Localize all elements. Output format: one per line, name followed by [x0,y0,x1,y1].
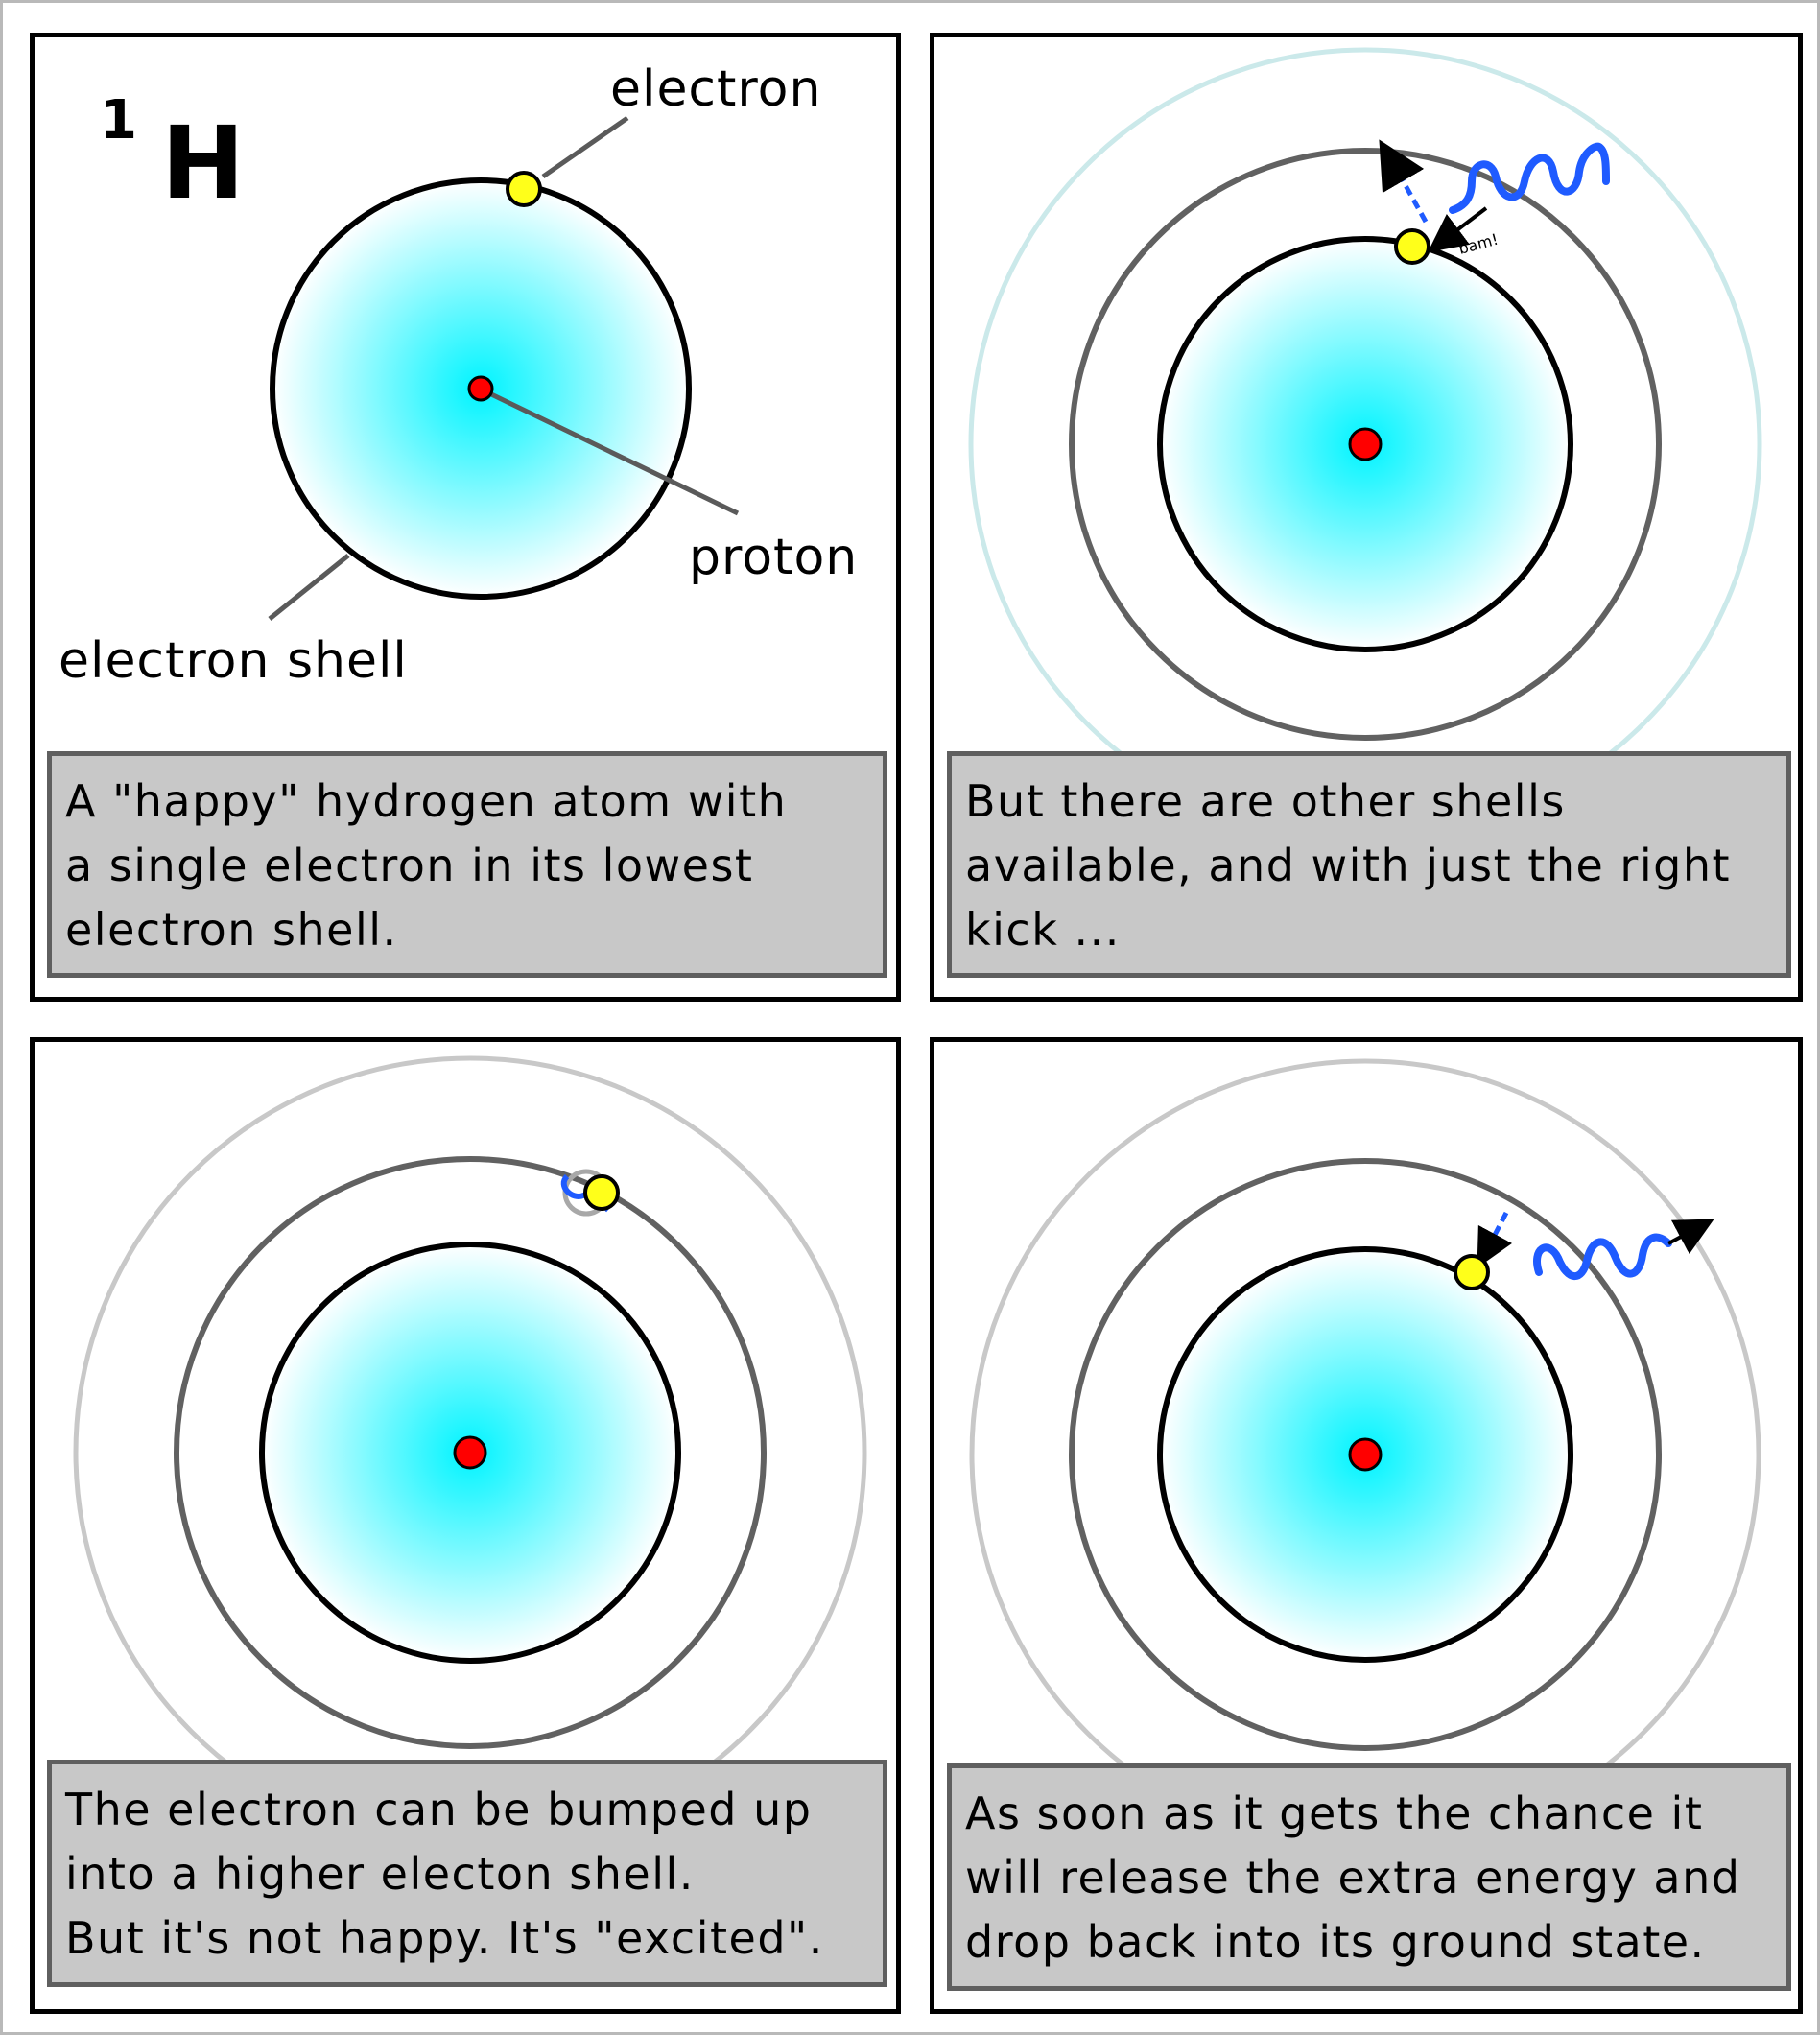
atom-diagram [73,1055,867,1850]
atom-diagram [969,1058,1761,1851]
second-shell [1069,148,1662,741]
electron-shell-label: electron shell [59,632,408,690]
isotope-mass-number: 1 [100,89,138,152]
bam-annotation: bam! [1456,230,1500,258]
kick-arrow-head [1379,139,1425,194]
proton [1348,1437,1383,1472]
electron [506,171,542,207]
electron [1394,228,1430,265]
atom-diagram [268,115,740,621]
drop-arrow [1490,1211,1509,1241]
element-symbol: H [161,105,247,222]
proton [453,1435,487,1470]
caption-panel-3: The electron can be bumped up into a hig… [47,1760,887,1987]
proton-pointer-line [484,389,740,516]
proton-label: proton [689,529,859,586]
panel-ground-state: 1 H electron proton electron shell A "ha… [30,33,901,1002]
caption-panel-2: But there are other shells available, an… [947,751,1791,978]
emitted-photon-wave [1533,1233,1672,1281]
drop-arrow-head [1477,1224,1513,1268]
panel-kick: bam! But there are other shells availabl… [930,33,1803,1002]
electron-pointer-line [541,115,629,179]
electron [1454,1254,1490,1290]
electron-label: electron [610,60,822,118]
impact-arrow [1428,206,1488,253]
caption-panel-4: As soon as it gets the chance it will re… [947,1763,1791,1991]
shell-pointer-line [268,554,350,621]
incoming-photon-wave [1449,142,1610,214]
emitted-photon-arrow [1667,1219,1714,1255]
panel-excited-state: The electron can be bumped up into a hig… [30,1037,901,2014]
caption-panel-1: A "happy" hydrogen atom with a single el… [47,751,887,978]
second-shell [1069,1158,1662,1751]
atom-diagram: bam! [968,47,1762,841]
electron [583,1174,620,1211]
kick-arrow [1395,170,1429,224]
proton [467,375,494,402]
proton [1348,427,1383,461]
second-shell [174,1156,767,1749]
panel-photon-emission: As soon as it gets the chance it will re… [930,1037,1803,2014]
